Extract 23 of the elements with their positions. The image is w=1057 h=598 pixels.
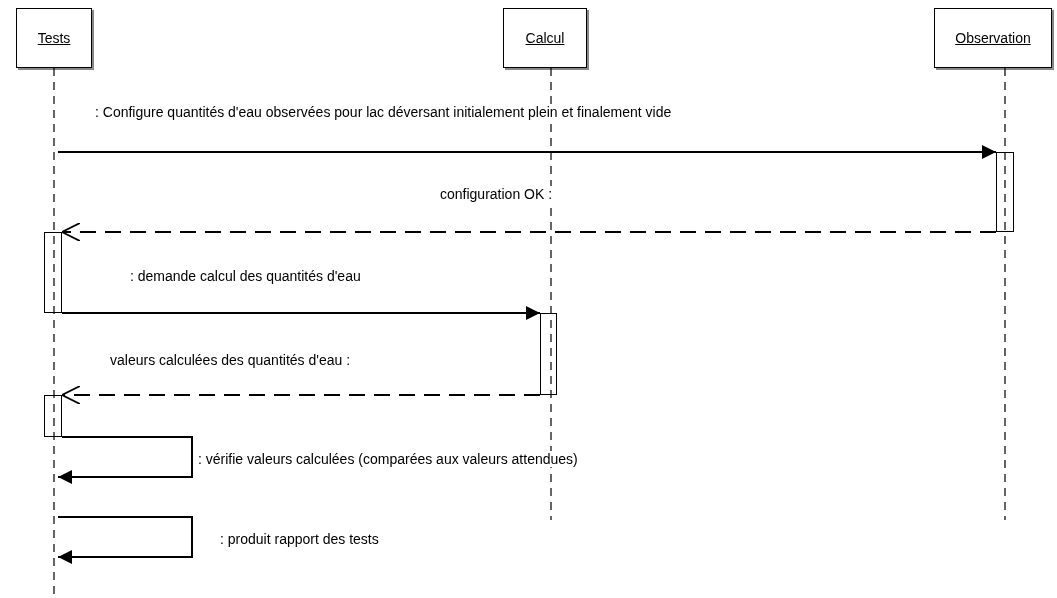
activation-bar [996, 152, 1014, 232]
return-arrow [61, 385, 541, 405]
message-arrow [57, 516, 193, 564]
participant-box [503, 8, 587, 68]
participant-name: Observation [955, 30, 1031, 46]
message-arrow [57, 436, 193, 484]
activation-bar [44, 395, 62, 437]
participant-box [16, 8, 92, 68]
message-label: : vérifie valeurs calculées (comparées aux valeurs attendues) [198, 451, 578, 467]
message-label: : demande calcul des quantités d'eau [130, 268, 361, 284]
participant-name: Calcul [525, 30, 565, 46]
message-label: valeurs calculées des quantités d'eau : [110, 352, 351, 368]
activation-bar [540, 313, 557, 395]
message-label: : Configure quantités d'eau observées pour lac déversant initialement plein et finalement vide [95, 104, 672, 120]
message-label: configuration OK : [440, 186, 553, 202]
message-arrow [57, 145, 997, 159]
return-arrow [61, 222, 997, 242]
message-label: : produit rapport des tests [220, 531, 379, 547]
message-arrow [61, 306, 541, 320]
participant-box [934, 8, 1052, 68]
participant-name: Tests [37, 30, 71, 46]
activation-bar [44, 232, 62, 313]
lifeline [1001, 68, 1009, 520]
